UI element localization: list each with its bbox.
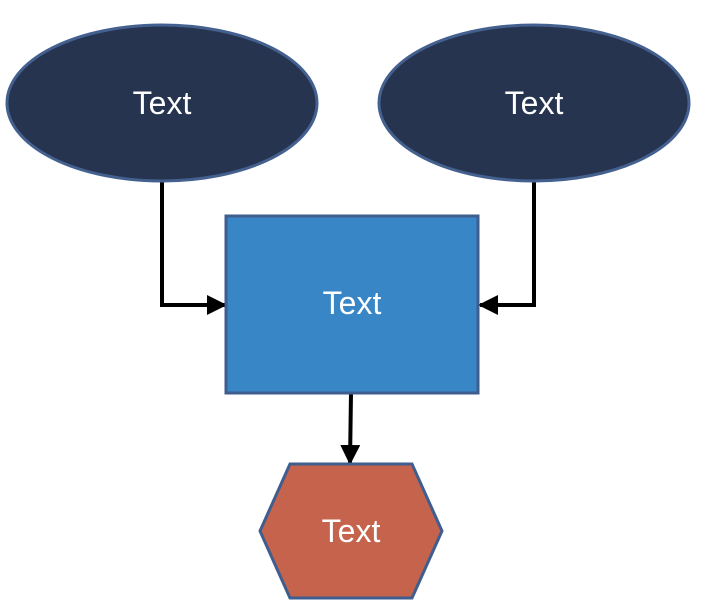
node-bottom-hexagon: Text bbox=[258, 462, 444, 600]
node-right-ellipse-label: Text bbox=[505, 85, 564, 121]
node-left-ellipse-shape bbox=[5, 23, 319, 183]
node-left-ellipse: Text bbox=[5, 23, 319, 183]
node-center-rectangle-shape bbox=[224, 214, 480, 395]
node-bottom-hexagon-label: Text bbox=[322, 513, 381, 549]
node-right-ellipse: Text bbox=[377, 23, 691, 183]
node-bottom-hexagon-shape bbox=[258, 462, 444, 600]
node-center-rectangle-label: Text bbox=[323, 285, 382, 321]
node-right-ellipse-shape bbox=[377, 23, 691, 183]
connector-right-to-center bbox=[478, 181, 536, 315]
connector-center-to-hexagon bbox=[340, 392, 361, 465]
node-center-rectangle: Text bbox=[224, 214, 480, 395]
connector-left-to-center bbox=[160, 181, 227, 315]
node-left-ellipse-label: Text bbox=[133, 85, 192, 121]
